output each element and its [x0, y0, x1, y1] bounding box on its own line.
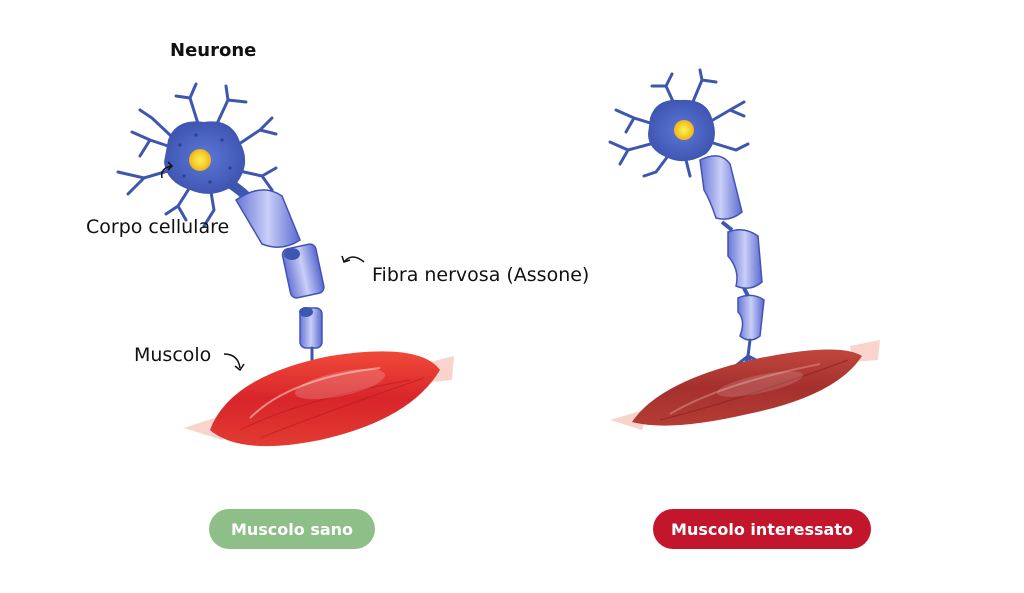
- dendrites-affected: [608, 68, 750, 178]
- healthy-muscle-badge: Muscolo sano: [209, 509, 375, 549]
- affected-muscle: [610, 340, 880, 430]
- soma-dots: [178, 133, 232, 184]
- myelin-sheath: [234, 189, 325, 349]
- label-arrows: [160, 161, 365, 372]
- healthy-muscle: [184, 351, 454, 447]
- neuron-title: Neurone: [170, 40, 257, 61]
- fiber-arrow: [343, 256, 365, 263]
- damaged-myelin: [699, 155, 765, 341]
- muscle-label: Muscolo: [134, 344, 212, 366]
- affected-neuron: [608, 68, 880, 430]
- nucleus-affected: [674, 120, 694, 140]
- cell-body-arrow: [160, 165, 173, 179]
- affected-muscle-badge: Muscolo interessato: [653, 509, 871, 549]
- nerve-fiber-label: Fibra nervosa (Assone): [372, 264, 590, 286]
- healthy-neuron: [116, 82, 454, 447]
- nucleus: [189, 149, 211, 171]
- muscle-arrow: [223, 353, 241, 369]
- cell-body-label: Corpo cellulare: [86, 216, 230, 238]
